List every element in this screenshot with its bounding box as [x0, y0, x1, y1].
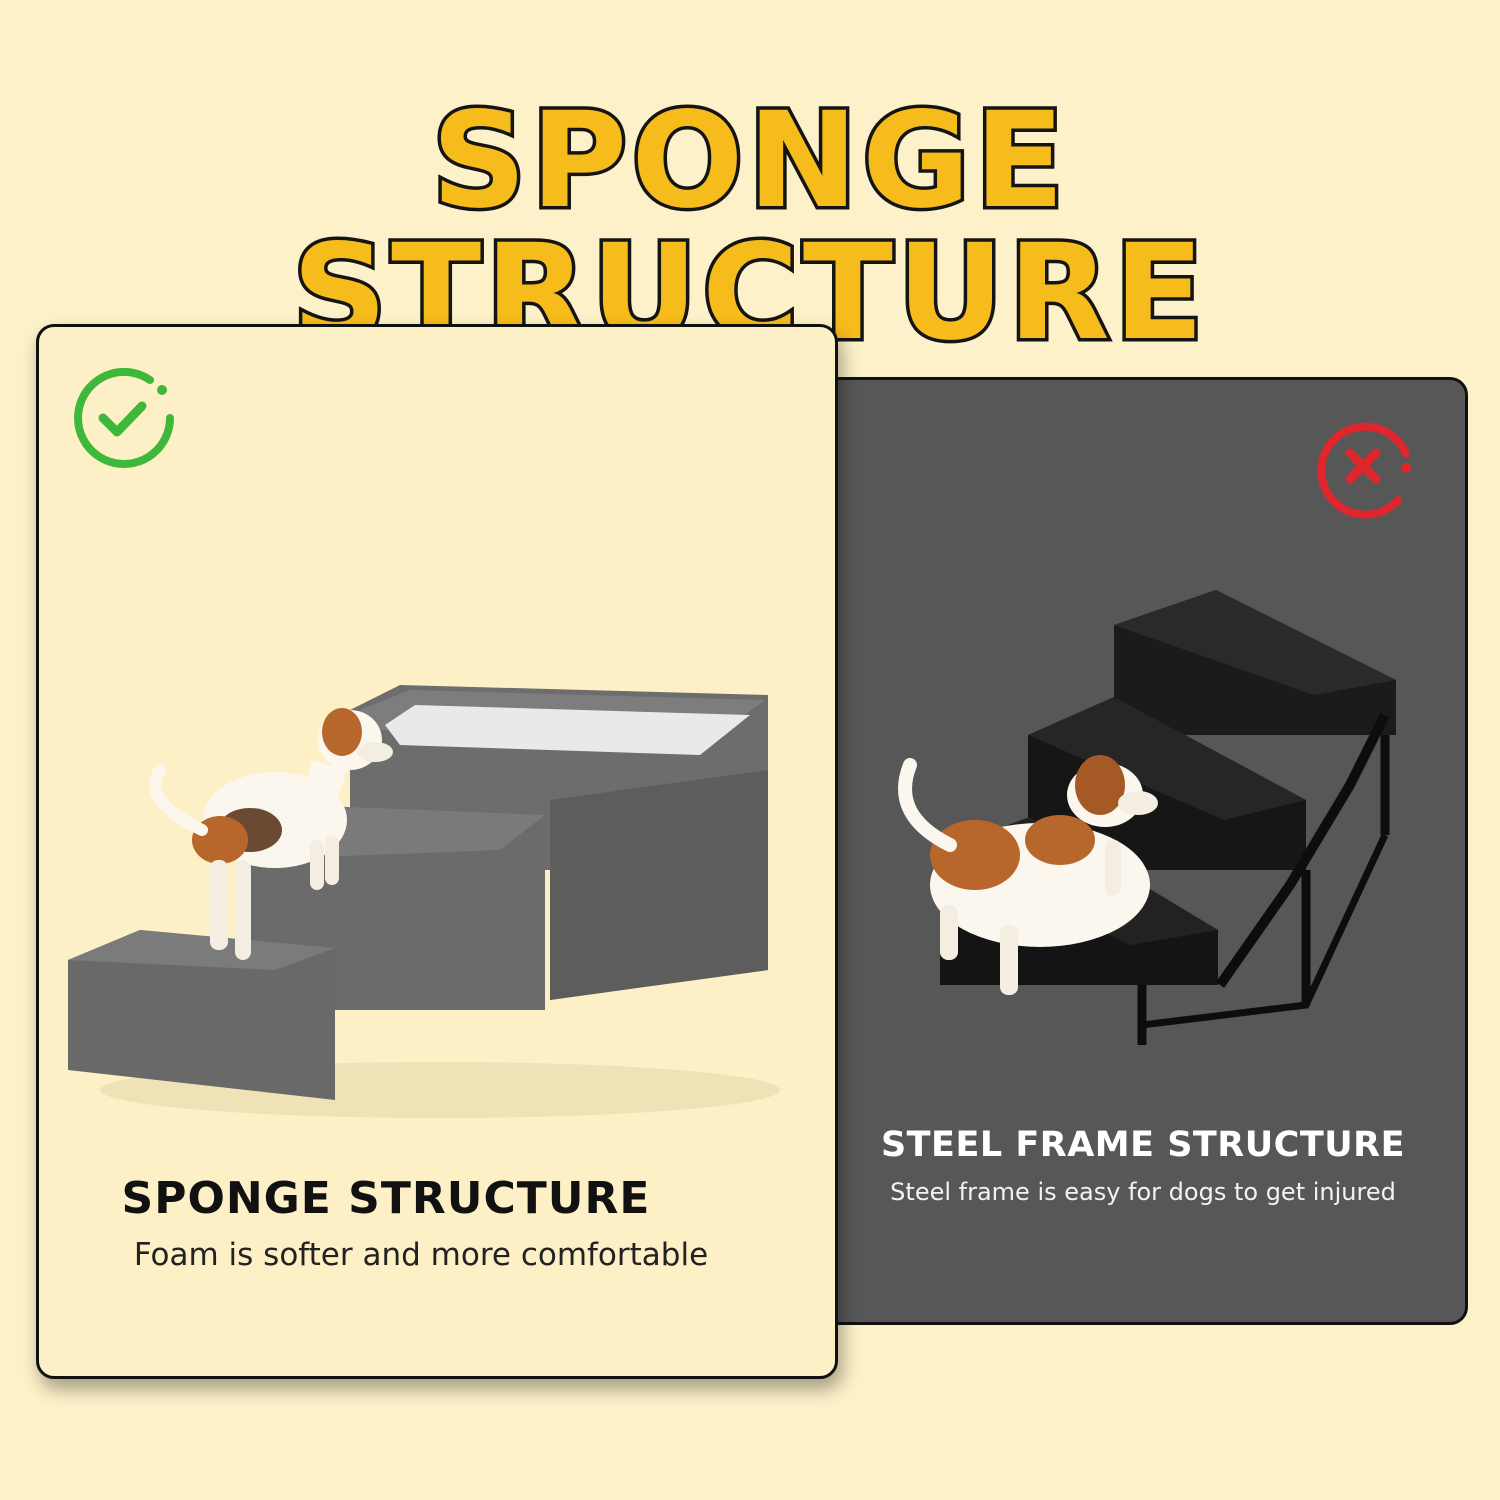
x-circle-icon	[1317, 422, 1411, 519]
steel-panel-title: STEEL FRAME STRUCTURE	[880, 1125, 1406, 1165]
sponge-panel-title: SPONGE STRUCTURE	[121, 1173, 651, 1224]
sponge-panel-subtitle: Foam is softer and more comfortable	[133, 1237, 709, 1273]
sponge-stairs-dog-image	[68, 685, 780, 1118]
steel-stairs-dog-image	[898, 590, 1396, 1045]
page-headline: SPONGE STRUCTURE	[289, 84, 1208, 370]
steel-panel-subtitle: Steel frame is easy for dogs to get inju…	[890, 1178, 1396, 1206]
check-circle-icon	[74, 367, 174, 468]
